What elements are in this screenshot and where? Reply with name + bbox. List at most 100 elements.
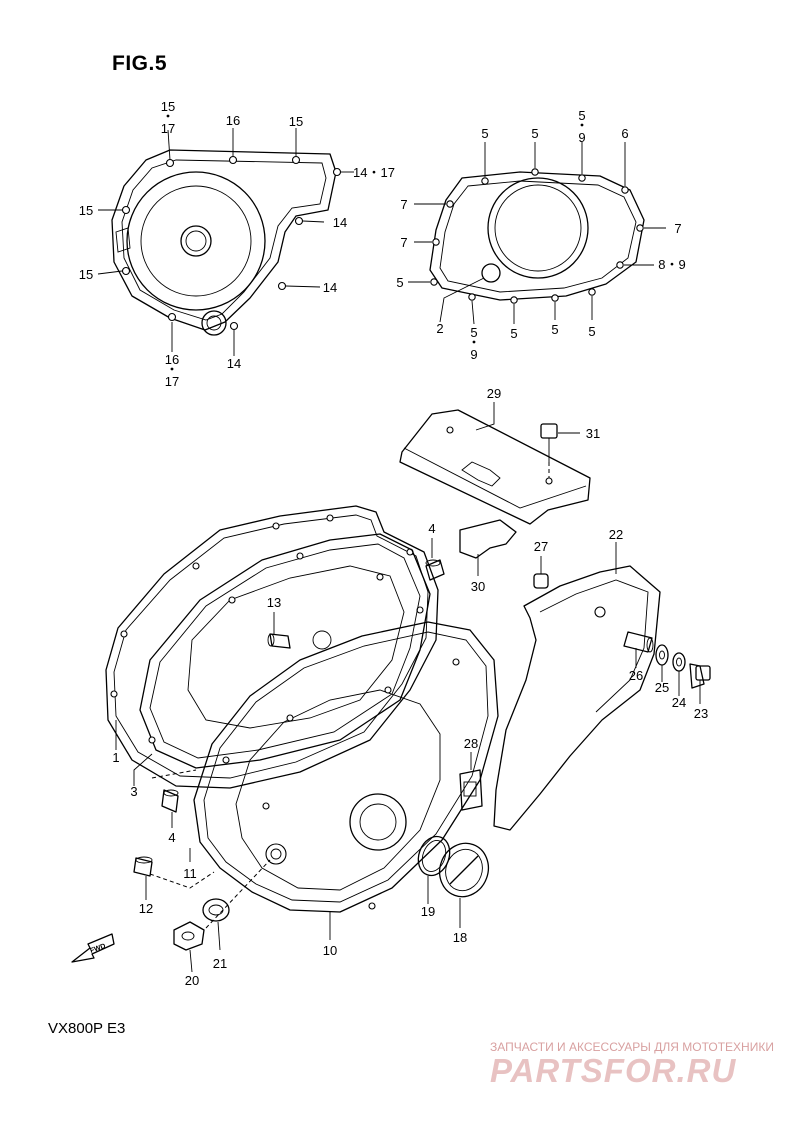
callout-c28: 28 [464, 736, 478, 751]
callout-number: 5 [551, 322, 558, 337]
cover-22 [493, 565, 661, 831]
callout-number: 23 [694, 706, 708, 721]
callout-number: 14 [323, 280, 337, 295]
callout-separator-dot [580, 123, 584, 127]
callout-number: 5 [588, 324, 595, 339]
callout-number: 15 [79, 267, 93, 282]
callout-c1: 1 [112, 750, 119, 765]
fwd-label: FWD [89, 943, 106, 955]
callout-number: 21 [213, 956, 227, 971]
callout-number: 5 [510, 326, 517, 341]
nut-27 [533, 573, 549, 589]
callout-number: 29 [487, 386, 501, 401]
callout-number: 1 [112, 750, 119, 765]
callout-c30: 30 [471, 579, 485, 594]
callout-number: 7 [400, 235, 407, 250]
callout-c59b: 59 [470, 325, 477, 362]
callout-c15b: 15 [289, 114, 303, 129]
callout-c26: 26 [629, 668, 643, 683]
callout-c10: 10 [323, 943, 337, 958]
callout-c29: 29 [487, 386, 501, 401]
callout-c6: 6 [621, 126, 628, 141]
callout-number: 15 [289, 114, 303, 129]
callout-c16a: 16 [226, 113, 240, 128]
callout-c5c: 5 [396, 275, 403, 290]
callout-c11: 11 [183, 866, 197, 881]
callout-separator-dot [472, 340, 476, 344]
callout-number: 31 [586, 426, 600, 441]
cover-cap-29 [399, 409, 591, 525]
bolt-31 [540, 423, 558, 478]
callout-c14b: 14 [323, 280, 337, 295]
callout-number: 4 [428, 521, 435, 536]
callout-number: 4 [168, 830, 175, 845]
grommet-28 [459, 769, 483, 811]
callout-number: 5 [396, 275, 403, 290]
watermark-logo: PARTSFOR.RU [490, 1052, 737, 1089]
callout-number: 13 [267, 595, 281, 610]
callout-c5f: 5 [588, 324, 595, 339]
callout-c59a: 59 [578, 108, 585, 145]
clutch-cover-10 [193, 621, 499, 913]
callout-number: 14・17 [353, 165, 395, 180]
callout-number: 18 [453, 930, 467, 945]
washer-25 [655, 644, 669, 666]
callout-number: 11 [183, 866, 197, 881]
plug-18 [438, 842, 490, 898]
callout-c14c: 14 [227, 356, 241, 371]
callout-number: 14 [333, 215, 347, 230]
callout-number: 5 [470, 325, 477, 340]
alignment-dashes [149, 769, 271, 929]
callout-number: 17 [165, 374, 179, 389]
callout-c24: 24 [672, 695, 686, 710]
callout-number: 25 [655, 680, 669, 695]
drain-bolt-20 [173, 921, 205, 951]
callout-c27: 27 [534, 539, 548, 554]
callout-number: 16 [165, 352, 179, 367]
callout-c5a: 5 [481, 126, 488, 141]
callout-number: 6 [621, 126, 628, 141]
callout-c4b: 4 [168, 830, 175, 845]
callout-number: 8・9 [658, 257, 685, 272]
callout-number: 30 [471, 579, 485, 594]
callout-c89: 8・9 [658, 257, 685, 272]
washer-24 [672, 652, 686, 672]
right-small-cover [429, 168, 645, 304]
callout-number: 27 [534, 539, 548, 554]
callout-number: 20 [185, 973, 199, 988]
watermark-tagline: ЗАПЧАСТИ И АКСЕССУАРЫ ДЛЯ МОТОТЕХНИКИ [490, 1040, 774, 1054]
callout-c12: 12 [139, 901, 153, 916]
callout-number: 3 [130, 784, 137, 799]
bolt-23 [689, 663, 711, 689]
callout-c25: 25 [655, 680, 669, 695]
callout-c23: 23 [694, 706, 708, 721]
callout-number: 9 [470, 347, 477, 362]
callout-number: 28 [464, 736, 478, 751]
callout-c5e: 5 [551, 322, 558, 337]
callout-number: 16 [226, 113, 240, 128]
dowel-pin-4-bottom [161, 789, 179, 813]
callout-c31: 31 [586, 426, 600, 441]
callout-c7a: 7 [400, 197, 407, 212]
callout-number: 2 [436, 321, 443, 336]
callout-number: 17 [161, 121, 175, 136]
callout-c18: 18 [453, 930, 467, 945]
dowel-pin-4-top [425, 559, 445, 581]
leader-lines [97, 128, 701, 973]
callout-c14a: 14 [333, 215, 347, 230]
guide-30 [459, 519, 517, 559]
callout-c22: 22 [609, 527, 623, 542]
callout-number: 5 [531, 126, 538, 141]
callout-number: 14 [227, 356, 241, 371]
callout-number: 7 [674, 221, 681, 236]
fwd-direction-arrow: FWD [71, 933, 115, 963]
callout-c1417a: 14・17 [353, 165, 395, 180]
callout-separator-dot [170, 367, 174, 371]
pin-13 [267, 630, 332, 650]
callout-number: 10 [323, 943, 337, 958]
callout-number: 15 [79, 203, 93, 218]
callout-c7b: 7 [400, 235, 407, 250]
